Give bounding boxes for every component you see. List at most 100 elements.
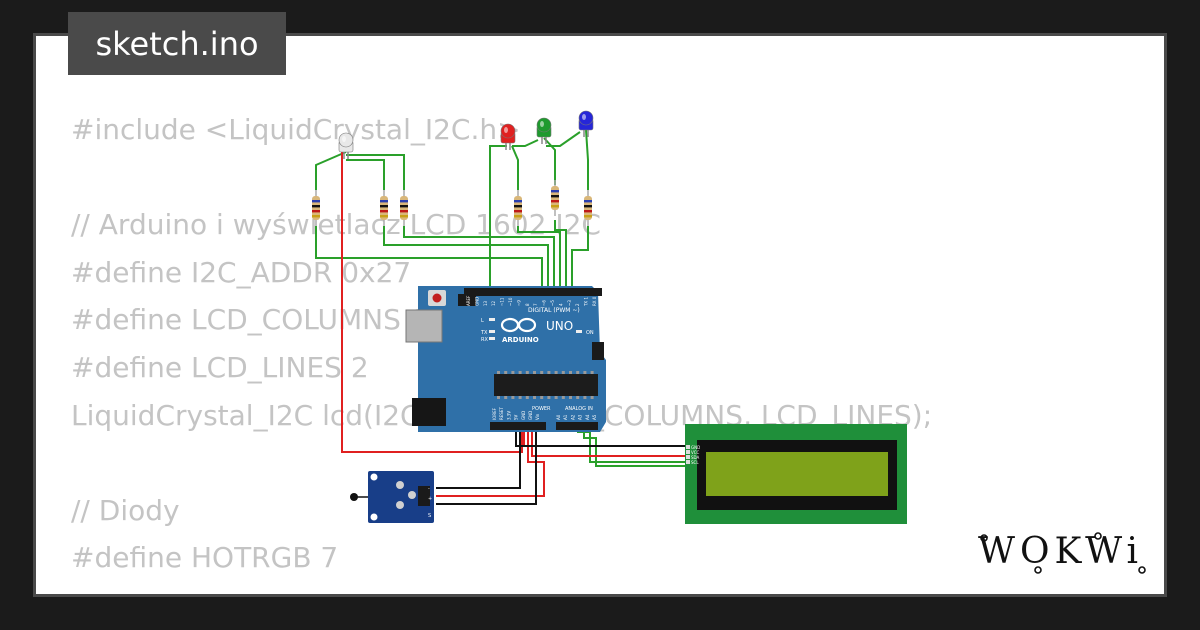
blue-led[interactable] <box>578 110 594 137</box>
pin-label: 7 <box>533 303 538 306</box>
board-name: UNO <box>546 319 573 333</box>
chip-pin <box>540 371 544 374</box>
pin-label: A4 <box>585 414 590 420</box>
pin-label: RX 0 <box>592 296 597 306</box>
pin-label: A5 <box>592 414 597 420</box>
chip-pins <box>497 371 594 399</box>
pin-label: IOREF <box>492 407 497 420</box>
rgb-led[interactable] <box>338 132 354 159</box>
pin-label: A1 <box>563 414 568 420</box>
board-led-l <box>489 318 495 321</box>
thermistor-probe <box>350 493 358 501</box>
wokwi-logo: WOKWi <box>978 528 1148 576</box>
resistors <box>312 180 592 226</box>
chip-pin <box>590 371 594 374</box>
lcd-pin <box>686 445 690 449</box>
sketch-preview-card: #include <LiquidCrystal_I2C.h> // Arduin… <box>33 33 1167 597</box>
power-header <box>490 422 546 430</box>
chip-pin <box>576 396 580 399</box>
pin-label: Vin <box>535 413 540 420</box>
pin-label: ~10 <box>508 297 513 306</box>
lcd-screen <box>706 452 888 496</box>
atmega-chip <box>494 374 598 396</box>
chip-pin <box>547 396 551 399</box>
code-listing: #include <LiquidCrystal_I2C.h> // Arduin… <box>71 106 932 594</box>
resistor-3 <box>400 190 408 226</box>
chip-pin <box>583 396 587 399</box>
pin-label: ~9 <box>516 300 521 306</box>
chip-pin <box>561 396 565 399</box>
chip-pin <box>504 371 508 374</box>
code-line: #define LCD_LINES 2 <box>71 350 369 384</box>
chip-pin <box>525 371 529 374</box>
reset-button-cap[interactable] <box>432 293 442 303</box>
sensor-component-3 <box>408 491 416 499</box>
usb-port <box>405 309 443 343</box>
resistor-5 <box>551 180 559 216</box>
chip-pin <box>540 396 544 399</box>
green-led[interactable] <box>536 117 552 144</box>
red-led[interactable] <box>500 123 516 150</box>
power-jack <box>412 398 446 426</box>
pin-label: ~3 <box>567 300 572 306</box>
lcd-pin-label: SCL <box>691 460 699 465</box>
digital-header <box>464 288 602 296</box>
lcd-pin-label: GND <box>691 445 700 450</box>
resistor-4 <box>514 190 522 226</box>
chip-pin <box>561 371 565 374</box>
icsp-header-right <box>592 342 604 360</box>
board-led-rx <box>489 337 495 340</box>
on-label: ON <box>586 330 594 336</box>
pin-label: ~6 <box>542 300 547 306</box>
code-line: #define I2C_ADDR 0x27 <box>71 255 412 289</box>
pin-label: ~5 <box>550 300 555 306</box>
chip-pin <box>518 396 522 399</box>
resistor-2 <box>380 190 388 226</box>
chip-pin <box>554 371 558 374</box>
chip-pin <box>569 396 572 399</box>
pin-label: 4 <box>558 303 563 306</box>
chip-pin <box>497 396 500 399</box>
pin-label: A2 <box>570 414 575 420</box>
pin-label: GND <box>474 297 479 306</box>
chip-pin <box>518 371 522 374</box>
resistor-6 <box>584 190 592 226</box>
chip-pin <box>547 371 551 374</box>
led-label-tx: TX <box>480 330 488 336</box>
pin-label: ~11 <box>500 297 505 306</box>
chip-pin <box>554 396 558 399</box>
pin-label: 13 <box>483 300 488 306</box>
pin-label: A0 <box>556 414 561 420</box>
board-led-tx <box>489 330 495 333</box>
lcd-pin <box>686 455 690 459</box>
chip-pin <box>504 396 508 399</box>
temperature-sensor-module[interactable]: - + S <box>350 471 434 523</box>
chip-pin <box>511 371 515 374</box>
sensor-pin-gnd: - <box>428 486 430 492</box>
pin-label: TX 1 <box>584 297 589 307</box>
pin-label: RESET <box>499 407 504 420</box>
pin-label: 12 <box>491 300 496 306</box>
chip-pin <box>533 371 536 374</box>
resistor-1 <box>312 190 320 226</box>
sensor-pin-signal: S <box>428 513 431 519</box>
file-name-tag: sketch.ino <box>68 12 286 75</box>
lcd-pin-label: VCC <box>691 450 700 455</box>
mount-hole-1 <box>370 473 378 481</box>
led-label-l: L <box>481 318 484 324</box>
chip-pin <box>576 371 580 374</box>
board-brand: ARDUINO <box>502 336 539 344</box>
pin-label: 2 <box>575 303 580 306</box>
leds <box>338 110 594 159</box>
sensor-component-2 <box>396 501 404 509</box>
arduino-uno-board[interactable]: DIGITAL (PWM ~) UNO ARDUINO L TX RX ON P… <box>405 286 606 432</box>
black-wires <box>436 430 690 505</box>
file-name: sketch.ino <box>95 24 259 63</box>
wokwi-logo-text: WOKWi <box>978 531 1144 572</box>
sensor-header <box>418 486 430 506</box>
